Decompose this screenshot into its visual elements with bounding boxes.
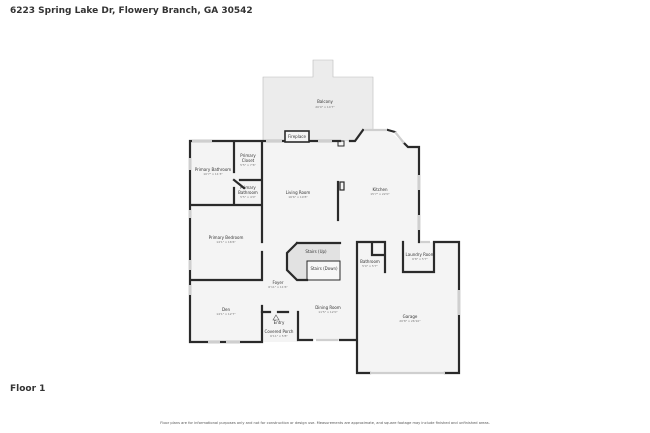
room-dims-primary-bathroom: 10'7" x 11'3": [203, 172, 223, 176]
room-dims-den: 14'1" x 12'7": [216, 312, 236, 316]
room-label-primary-bathroom: Primary Bathroom: [195, 167, 231, 172]
room-dims-kitchen: 15'7" x 22'0": [370, 192, 390, 196]
room-dims-garage: 20'8" x 26'10": [399, 319, 421, 323]
room-dims-laundry-room: 6'8" x 5'7": [412, 257, 428, 261]
room-dims-dining-room: 11'5" x 12'0": [318, 310, 338, 314]
room-label-garage: Garage: [403, 314, 418, 319]
room-label-covered-porch: Covered Porch: [265, 329, 294, 334]
label-entry: Entry: [274, 320, 285, 325]
room-label-primary-bathroom-2b: Bathroom: [238, 190, 258, 195]
room-label-primary-closet-2: Closet: [242, 158, 255, 163]
room-label-primary-bathroom-2: Primary: [240, 185, 256, 190]
listing-address: 6223 Spring Lake Dr, Flowery Branch, GA …: [10, 6, 253, 16]
room-dims-primary-bedroom: 14'1" x 16'6": [216, 240, 236, 244]
room-label-kitchen: Kitchen: [372, 187, 387, 192]
windows: [188, 128, 461, 375]
disclaimer: Floor plans are for informational purpos…: [160, 421, 490, 425]
floor-label: Floor 1: [10, 384, 46, 394]
room-label-living-room: Living Room: [286, 190, 311, 195]
label-fireplace: Fireplace: [288, 134, 306, 139]
room-dims-primary-closet: 5'5" x 7'6": [240, 163, 256, 167]
room-label-primary-closet: Primary: [240, 153, 256, 158]
label-stairs-up: Stairs (Up): [305, 249, 327, 254]
room-dims-balcony: 20'0" x 14'7": [315, 105, 335, 109]
room-dims-primary-bathroom-2: 5'5" x 4'0": [240, 195, 256, 199]
room-label-balcony: Balcony: [317, 99, 333, 104]
room-label-den: Den: [222, 307, 231, 312]
room-label-primary-bedroom: Primary Bedroom: [209, 235, 244, 240]
room-dims-bathroom: 5'0" x 5'7": [362, 264, 378, 268]
room-label-dining-room: Dining Room: [315, 305, 341, 310]
room-label-bathroom: Bathroom: [360, 259, 380, 264]
room-label-foyer: Foyer: [272, 280, 283, 285]
room-dims-living-room: 16'6" x 19'8": [288, 195, 308, 199]
room-dims-foyer: 6'11" x 11'6": [268, 285, 288, 289]
room-dims-covered-porch: 6'11" x 5'8": [270, 334, 288, 338]
room-label-laundry-room: Laundry Room: [406, 252, 435, 257]
staircase: [285, 241, 342, 282]
label-stairs-down: Stairs (Down): [310, 266, 338, 271]
entry-arrow-icon: [272, 314, 280, 321]
